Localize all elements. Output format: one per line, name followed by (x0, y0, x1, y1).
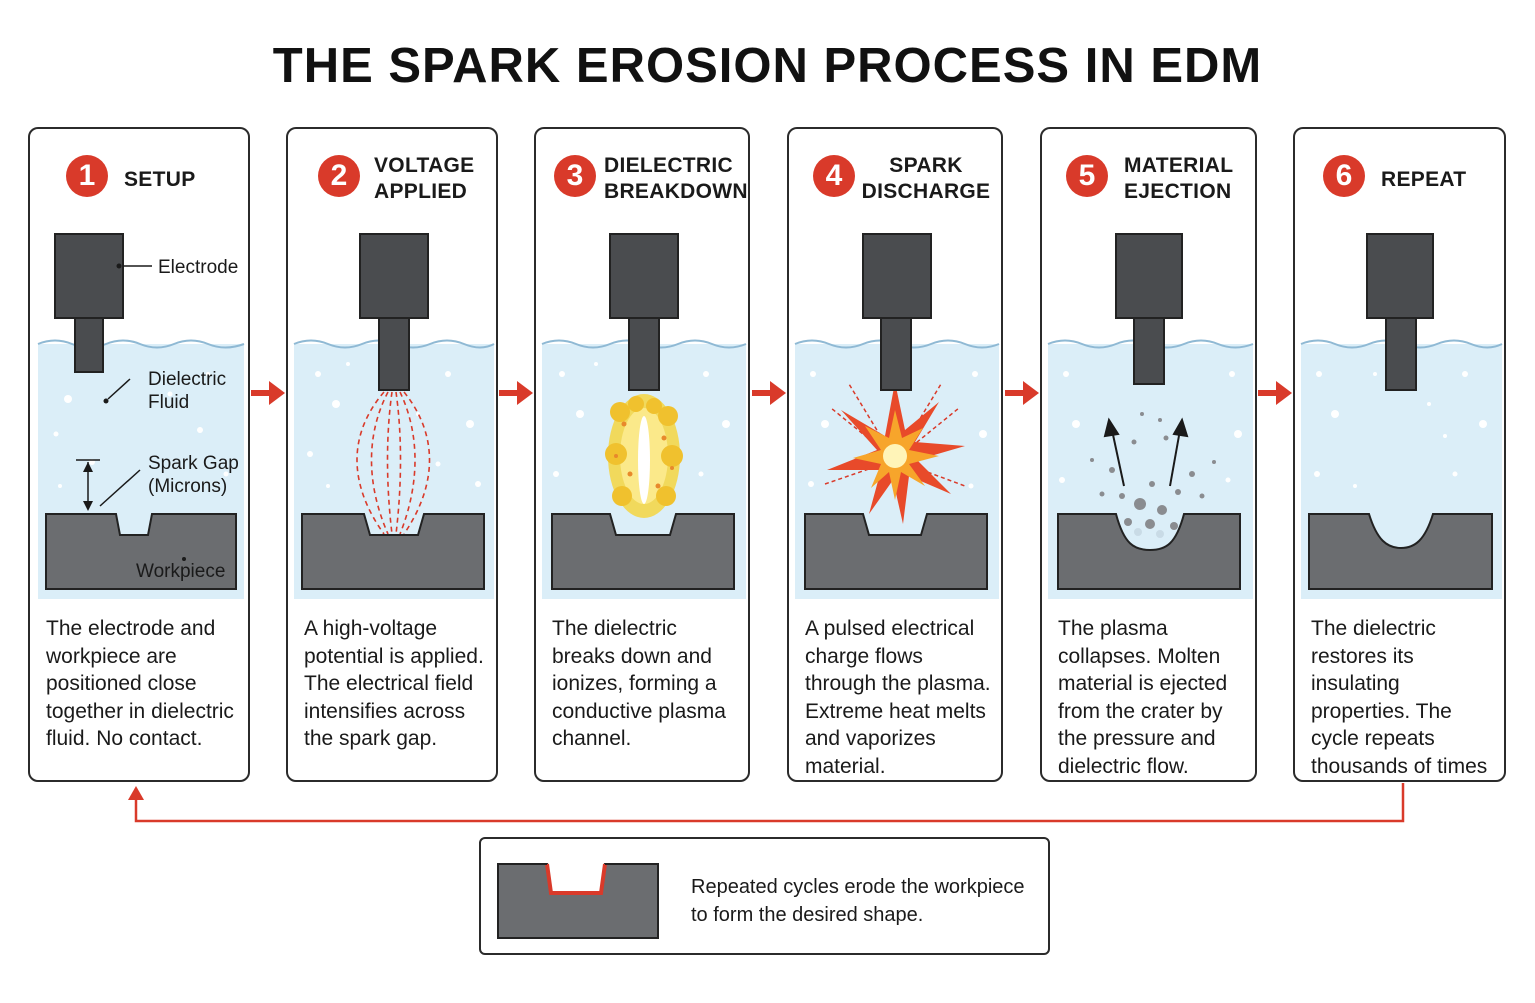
workpiece (804, 513, 988, 590)
flow-arrow-icon (1258, 381, 1292, 405)
electrode (862, 233, 932, 319)
fluid-bubbles (808, 371, 987, 489)
electrode (1366, 233, 1434, 319)
step-panel-repeat: 6 REPEAT The dielectric restores its ins… (1293, 127, 1506, 782)
step-description: The dielectric breaks down and ionizes, … (552, 617, 726, 750)
step-number-badge: 4 (813, 155, 855, 197)
electrode (609, 233, 679, 319)
step-number-badge: 2 (318, 155, 360, 197)
dielectric-label: Dielectric (148, 369, 226, 390)
electrode-label: Electrode (158, 257, 238, 278)
ejected-particles (1090, 412, 1216, 530)
step-header: 1 SETUP (30, 147, 248, 207)
step-description: A pulsed electrical charge flows through… (805, 617, 991, 778)
electrode-tip (74, 317, 104, 373)
step-title: MATERIAL EJECTION (1124, 154, 1233, 203)
workpiece-crater (1308, 513, 1493, 590)
step-title: SPARK DISCHARGE (861, 154, 991, 203)
setup-illustration: Electrode Dielectric Fluid Spark Gap (Mi… (37, 233, 245, 599)
step-description: The electrode and workpiece are position… (46, 617, 234, 750)
step-panel-setup: 1 SETUP Electrode Dielectric Fluid Spark… (28, 127, 250, 782)
step-number-badge: 6 (1323, 155, 1365, 197)
summary-box: Repeated cycles erode the workpiece to f… (479, 837, 1050, 955)
step-header: 4 SPARK DISCHARGE (789, 147, 1001, 207)
step-panel-material-ejection: 5 MATERIAL EJECTION The plasm (1040, 127, 1257, 782)
electrode-tip (378, 317, 410, 391)
flow-arrow-icon (1005, 381, 1039, 405)
fluid-bubbles (1059, 371, 1242, 483)
step-description: A high-voltage potential is applied. The… (304, 617, 484, 750)
step-title: SETUP (124, 168, 196, 191)
flow-arrow-icon (752, 381, 786, 405)
electrode (1115, 233, 1183, 319)
fluid-bubbles (553, 362, 730, 477)
fluid-bubbles (53, 372, 229, 488)
fluid-surface (37, 339, 245, 349)
crater-bubbles (1134, 528, 1164, 538)
workpiece (45, 513, 237, 590)
summary-line-2: to form the desired shape. (691, 904, 924, 926)
electrode-tip (628, 317, 660, 391)
step-description: The dielectric restores its insulating p… (1311, 617, 1488, 778)
electrode (359, 233, 429, 319)
spark-illustration (794, 233, 1000, 599)
repeat-illustration (1300, 233, 1503, 599)
step-description: The plasma collapses. Molten material is… (1058, 617, 1228, 778)
microns-label: (Microns) (148, 476, 227, 497)
step-header: 2 VOLTAGE APPLIED (288, 147, 496, 207)
step-panel-spark-discharge: 4 SPARK DISCHARGE A pulsed electrical ch… (787, 127, 1003, 782)
step-header: 3 DIELECTRIC BREAKDOWN (536, 147, 748, 207)
breakdown-illustration (541, 233, 747, 599)
plasma-channel (605, 394, 683, 518)
step-number-badge: 3 (554, 155, 596, 197)
workpiece (301, 513, 485, 590)
step-panel-voltage-applied: 2 VOLTAGE APPLIED A high-voltage potenti… (286, 127, 498, 782)
fluid-bubbles (1314, 371, 1487, 488)
electrode (54, 233, 124, 319)
electric-field-lines (356, 391, 431, 535)
voltage-illustration (293, 233, 495, 599)
ejection-arrows (1103, 417, 1189, 487)
step-title: REPEAT (1381, 168, 1467, 191)
ejection-illustration (1047, 233, 1254, 599)
workpiece (551, 513, 735, 590)
spark-gap-label: Spark Gap (148, 453, 239, 474)
step-number-badge: 1 (66, 155, 108, 197)
flow-arrow-icon (251, 381, 285, 405)
step-title: VOLTAGE APPLIED (374, 154, 475, 203)
flow-arrow-icon (499, 381, 533, 405)
step-title: DIELECTRIC BREAKDOWN (604, 154, 748, 203)
summary-text: Repeated cycles erode the workpiece to f… (691, 873, 1025, 929)
workpiece-label: Workpiece (136, 561, 225, 582)
electrode-tip (1133, 317, 1165, 385)
workpiece-crater (1057, 513, 1241, 590)
electrode-tip (880, 317, 912, 391)
electrode-tip (1385, 317, 1417, 391)
step-panel-dielectric-breakdown: 3 DIELECTRIC BREAKDOWN The diele (534, 127, 750, 782)
fluid-bubbles (307, 362, 481, 488)
eroded-workpiece-icon (497, 863, 659, 939)
page-title: THE SPARK EROSION PROCESS IN EDM (272, 39, 1263, 93)
fluid-label: Fluid (148, 392, 189, 413)
step-header: 6 REPEAT (1295, 147, 1504, 207)
step-header: 5 MATERIAL EJECTION (1042, 147, 1255, 207)
summary-line-1: Repeated cycles erode the workpiece (691, 876, 1025, 898)
step-number-badge: 5 (1066, 155, 1108, 197)
